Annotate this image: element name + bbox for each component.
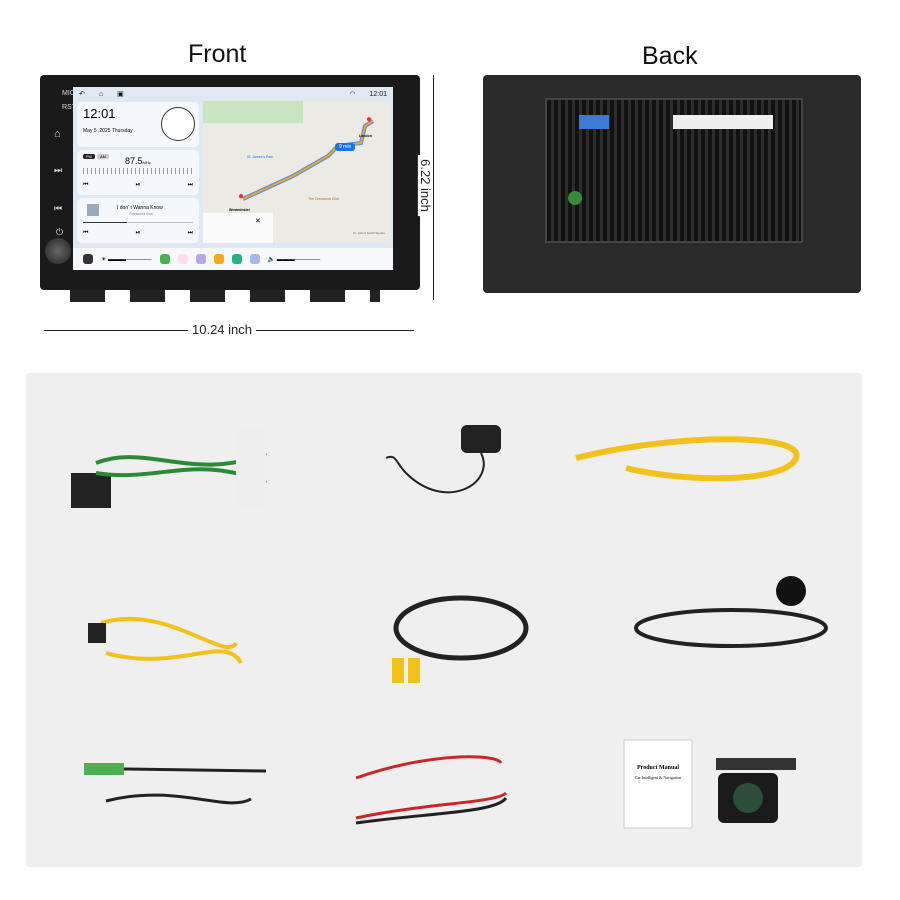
rca-harness bbox=[88, 616, 243, 665]
destination-pin-icon: ● bbox=[366, 114, 373, 125]
connector-block bbox=[673, 115, 773, 129]
launcher-icon[interactable] bbox=[83, 254, 93, 264]
close-icon[interactable]: ✕ bbox=[255, 218, 261, 225]
power-icon[interactable]: ⏻ bbox=[56, 227, 64, 237]
status-time: 12:01 bbox=[369, 90, 387, 98]
prev-button[interactable]: ⏮ bbox=[54, 203, 63, 213]
am-band[interactable]: AM bbox=[97, 154, 109, 159]
clock-date: May 5 ,2025 Thursday bbox=[83, 128, 133, 134]
destination-label: London bbox=[359, 134, 372, 138]
microphone bbox=[634, 576, 828, 648]
front-label: Front bbox=[188, 40, 247, 68]
product-manual bbox=[623, 739, 693, 829]
settings-app-icon[interactable] bbox=[249, 254, 260, 264]
eta-badge: 9 min bbox=[335, 143, 356, 151]
radio-widget[interactable]: FM AM 87.5MHz ⏮ ⏯ ⏭ bbox=[77, 150, 199, 195]
song-title: I don' t Wanna Know bbox=[117, 205, 163, 211]
player-app-icon[interactable] bbox=[231, 254, 242, 264]
manual-subtitle: Car Intelligent & Navigation bbox=[634, 775, 682, 780]
accessory-illustrations bbox=[71, 425, 828, 829]
power-cables bbox=[355, 755, 508, 825]
antenna-port bbox=[568, 191, 582, 205]
map-view[interactable]: 9 min London Westminster St. James's Par… bbox=[203, 101, 391, 243]
reverse-camera-cable bbox=[392, 595, 529, 683]
head-unit-back bbox=[483, 75, 861, 293]
rear-camera bbox=[716, 758, 796, 823]
origin-label: Westminster bbox=[229, 208, 250, 212]
analog-clock bbox=[161, 107, 195, 141]
home-icon[interactable]: ⌂ bbox=[98, 90, 104, 98]
back-icon[interactable]: ↶ bbox=[79, 91, 85, 98]
radio-controls: ⏮ ⏯ ⏭ bbox=[83, 182, 193, 189]
rst-label: RST bbox=[62, 104, 76, 111]
prev-icon[interactable]: ⏮ bbox=[83, 182, 89, 188]
fm-band[interactable]: FM bbox=[83, 154, 95, 159]
progress-bar[interactable] bbox=[83, 222, 193, 223]
dock: ☀ ▬▬▬────── 🔈 ▬▬▬────── bbox=[73, 248, 393, 270]
brightness-slider[interactable]: ☀ ▬▬▬────── bbox=[101, 256, 152, 263]
status-bar: ↶ ⌂ ▣ ◠ 12:01 bbox=[73, 87, 393, 101]
mic-label: MIC bbox=[62, 90, 75, 97]
manual-title: Product Manual bbox=[636, 765, 680, 771]
nav-panel: ✕ bbox=[203, 213, 273, 243]
radio-app-icon[interactable] bbox=[195, 254, 206, 264]
music-controls: ⏮ ⏯ ⏭ bbox=[83, 230, 193, 237]
origin-pin-icon: ● bbox=[238, 191, 245, 202]
clock-time: 12:01 bbox=[83, 106, 116, 121]
gps-antenna bbox=[385, 425, 501, 494]
prev-icon[interactable]: ⏮ bbox=[83, 230, 89, 236]
apps-icon[interactable]: ▣ bbox=[117, 91, 124, 98]
play-icon[interactable]: ⏯ bbox=[135, 182, 141, 188]
park-label: St. James's Park bbox=[247, 155, 274, 159]
blue-connector bbox=[579, 115, 609, 129]
wifi-icon: ◠ bbox=[349, 91, 356, 98]
video-app-icon[interactable] bbox=[213, 254, 224, 264]
music-app-icon[interactable] bbox=[177, 254, 188, 264]
frequency: 87.5MHz bbox=[125, 156, 151, 166]
usb-cable bbox=[575, 436, 800, 482]
accessories-panel: Product Manual Car Intelligent & Navigat… bbox=[26, 373, 862, 867]
volume-knob[interactable] bbox=[45, 238, 71, 264]
adapter-cables bbox=[84, 763, 267, 805]
volume-slider[interactable]: 🔈 ▬▬▬────── bbox=[267, 256, 321, 263]
clock-widget[interactable]: 12:01 May 5 ,2025 Thursday bbox=[77, 102, 199, 147]
maps-app-icon[interactable] bbox=[159, 254, 170, 264]
play-icon[interactable]: ⏯ bbox=[135, 230, 141, 236]
wiring-harness bbox=[71, 428, 267, 508]
park-area bbox=[203, 101, 303, 123]
song-artist: Fleetwood mac bbox=[129, 212, 153, 216]
next-button[interactable]: ⏭ bbox=[54, 165, 63, 175]
head-unit-front: MIC RST ⌂ ⏭ ⏮ ⏻ ↶ ⌂ ▣ ◠ 12:01 12:01 May 5 … bbox=[40, 75, 420, 290]
screen: ↶ ⌂ ▣ ◠ 12:01 12:01 May 5 ,2025 Thursday F… bbox=[73, 87, 393, 270]
height-arrow bbox=[433, 75, 434, 300]
mounting-tabs bbox=[60, 290, 380, 302]
back-label: Back bbox=[642, 42, 698, 70]
album-art bbox=[87, 204, 99, 216]
next-icon[interactable]: ⏭ bbox=[187, 230, 193, 236]
poi-label: The Cinnamon Club bbox=[308, 197, 340, 201]
height-label: 6.22 inch bbox=[417, 155, 433, 216]
tuner-scale[interactable] bbox=[83, 168, 193, 174]
next-icon[interactable]: ⏭ bbox=[187, 182, 193, 188]
width-label: 10.24 inch bbox=[188, 322, 256, 337]
square-label: St. John's Smith Square bbox=[353, 231, 386, 235]
music-widget[interactable]: I don' t Wanna Know Fleetwood mac ⏮ ⏯ ⏭ bbox=[77, 198, 199, 243]
home-button[interactable]: ⌂ bbox=[54, 128, 61, 140]
